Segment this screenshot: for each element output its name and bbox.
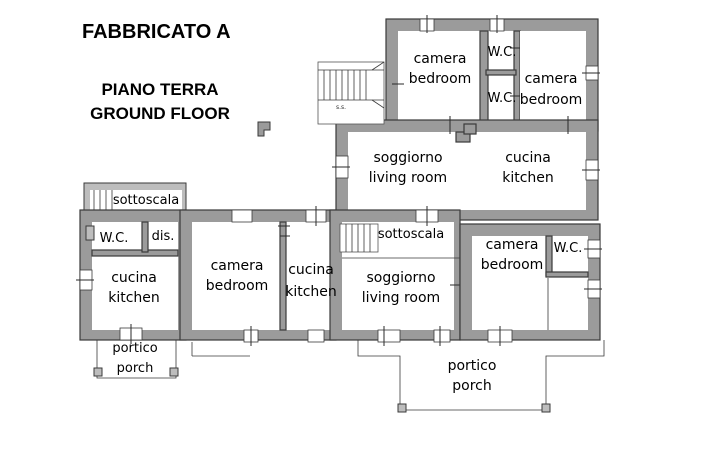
label-bedroom-top-right-en: bedroom [520, 92, 583, 108]
label-porch-main-it: portico [448, 358, 497, 374]
label-living-lower-en: living room [362, 290, 440, 306]
column-marker [257, 121, 271, 137]
floor-title-it: PIANO TERRA [101, 80, 218, 99]
center-block-walls [329, 206, 470, 346]
label-bedroom-mid-en: bedroom [206, 278, 269, 294]
label-kitchen-left-it: cucina [111, 270, 157, 286]
label-kitchen-mid-it: cucina [288, 262, 334, 278]
stair-ss-label: s.s. [336, 104, 346, 111]
stair-treads [318, 61, 385, 109]
label-bedroom-right-en: bedroom [481, 257, 544, 273]
building-title: FABBRICATO A [82, 21, 231, 43]
label-porch-left-en: porch [117, 361, 154, 376]
upper-block-walls: s.s. [317, 15, 600, 221]
label-sottoscala-left: sottoscala [113, 193, 179, 208]
label-kitchen-upper-it: cucina [505, 150, 551, 166]
label-wc-top-upper: W.C. [488, 45, 517, 60]
label-kitchen-mid-en: kitchen [285, 284, 337, 300]
label-sottoscala-center: sottoscala [378, 227, 444, 242]
label-living-upper-it: soggiorno [373, 150, 442, 166]
label-bedroom-top-left-en: bedroom [409, 71, 472, 87]
label-bedroom-top-left-it: camera [414, 51, 467, 67]
label-kitchen-left-en: kitchen [108, 290, 160, 306]
porch-main-outline [191, 340, 605, 413]
label-wc-left: W.C. [100, 231, 129, 246]
left-block-walls [76, 182, 187, 344]
porch-left-outline [93, 340, 179, 379]
label-bedroom-top-right-it: camera [525, 71, 578, 87]
label-porch-left-it: portico [112, 341, 157, 356]
left-stair-treads [93, 190, 113, 210]
floor-title-en: GROUND FLOOR [90, 104, 230, 123]
label-kitchen-upper-en: kitchen [502, 170, 554, 186]
label-dis-left: dis. [152, 229, 175, 244]
label-wc-right: W.C. [554, 241, 583, 256]
label-wc-top-lower: W.C. [488, 91, 517, 106]
label-bedroom-right-it: camera [486, 237, 539, 253]
right-block-walls [459, 223, 602, 346]
label-living-upper-en: living room [369, 170, 447, 186]
label-bedroom-mid-it: camera [211, 258, 264, 274]
label-living-lower-it: soggiorno [366, 270, 435, 286]
middle-block-walls [179, 206, 337, 346]
room-labels: camera bedroom W.C. W.C. camera bedroom … [100, 45, 583, 394]
center-stair-treads [345, 224, 371, 252]
label-porch-main-en: porch [452, 378, 491, 394]
